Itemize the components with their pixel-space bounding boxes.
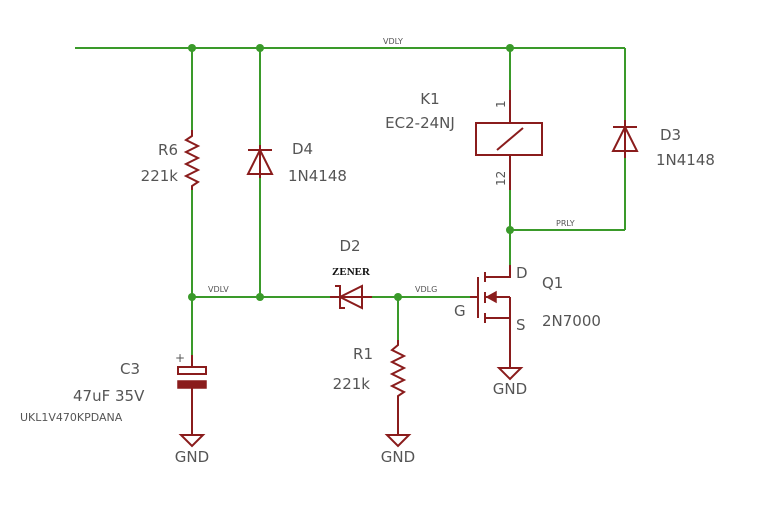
diode-d4: D4 1N4148 (246, 140, 347, 185)
d4-value-label: 1N4148 (288, 167, 347, 185)
junctions (188, 44, 514, 301)
junction-dot (188, 44, 196, 52)
q1-source-lead (485, 317, 511, 368)
c3-plus-sign: + (175, 351, 185, 365)
r1-ref-label: R1 (353, 345, 373, 363)
ground-symbol-icon (496, 367, 524, 381)
k1-coil-slash (496, 127, 524, 151)
c3-value-label: 47uF 35V (73, 387, 145, 405)
d2-value-label: ZENER (332, 266, 371, 278)
c3-positive-plate (177, 366, 207, 375)
mosfet-q1: D G S Q1 2N7000 (454, 264, 601, 368)
resistor-r1: R1 221k (333, 340, 407, 435)
q1-arrow (485, 290, 497, 304)
resistor-r6-symbol (183, 130, 201, 190)
ground-symbol-icon (384, 434, 412, 448)
k1-pin2-label: 12 (494, 171, 508, 186)
gnd-label: GND (381, 448, 415, 466)
net-label-vdlv: VDLV (208, 285, 229, 294)
d4-anode-triangle (246, 147, 274, 175)
q1-ref-label: Q1 (542, 274, 563, 292)
gnd-label: GND (175, 448, 209, 466)
r6-value-label: 221k (141, 167, 179, 185)
d3-ref-label: D3 (660, 126, 681, 144)
d3-anode-triangle (611, 124, 639, 152)
r6-ref-label: R6 (158, 141, 178, 159)
junction-dot (188, 293, 196, 301)
q1-source-label: S (516, 316, 526, 334)
diode-d3: D3 1N4148 (611, 120, 715, 169)
d2-ref-label: D2 (339, 237, 360, 255)
junction-dot (506, 226, 514, 234)
resistor-r1-symbol (389, 340, 407, 435)
ground-c3: GND (175, 434, 209, 466)
q1-drain-lead (485, 265, 511, 278)
c3-negative-plate (177, 380, 207, 389)
junction-dot (256, 293, 264, 301)
c3-ref-label: C3 (120, 360, 140, 378)
junction-dot (256, 44, 264, 52)
junction-dot (506, 44, 514, 52)
zener-d2: D2 ZENER (330, 237, 372, 310)
gnd-label: GND (493, 380, 527, 398)
c3-part-number: UKL1V470KPDANA (20, 411, 123, 424)
q1-gate-label: G (454, 302, 466, 320)
net-label-vdly: VDLY (383, 37, 403, 46)
d3-value-label: 1N4148 (656, 151, 715, 169)
net-label-prly: PRLY (556, 219, 575, 228)
k1-value-label: EC2-24NJ (385, 114, 455, 132)
net-labels: VDLY PRLY VDLV VDLG (208, 37, 575, 294)
ground-r1: GND (381, 434, 415, 466)
q1-drain-label: D (516, 264, 528, 282)
ground-q1: GND (493, 367, 527, 398)
ground-symbol-icon (178, 434, 206, 448)
d2-zener-bar (335, 285, 345, 309)
r1-value-label: 221k (333, 375, 371, 393)
q1-value-label: 2N7000 (542, 312, 601, 330)
junction-dot (394, 293, 402, 301)
net-label-vdlg: VDLG (415, 285, 437, 294)
relay-k1: K1 EC2-24NJ 1 12 (385, 90, 543, 190)
d4-ref-label: D4 (292, 140, 313, 158)
capacitor-c3: + C3 47uF 35V UKL1V470KPDANA (20, 351, 207, 435)
resistor-r6: R6 221k (141, 130, 201, 190)
k1-pin1-label: 1 (494, 100, 508, 108)
d2-triangle (337, 284, 363, 310)
k1-ref-label: K1 (420, 90, 439, 108)
wires (75, 47, 626, 355)
